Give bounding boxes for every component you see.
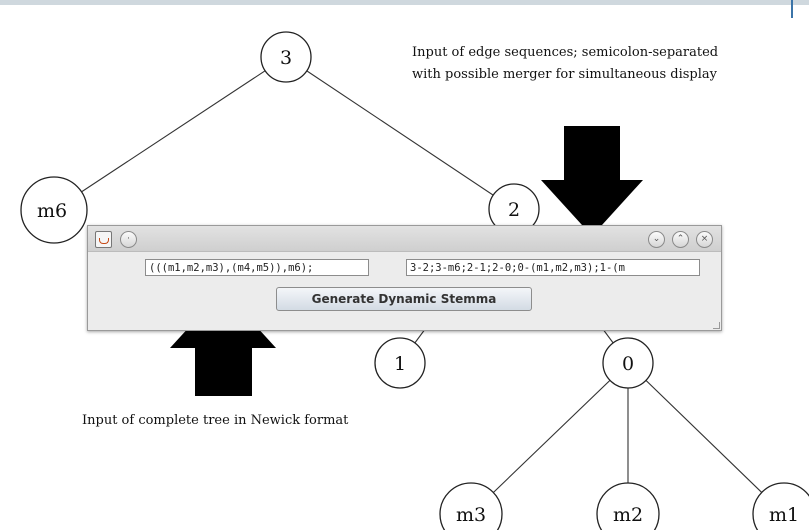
stemma-dialog: · ⌄ ⌃ × (((m1,m2,m3),(m4,m5)),m6); 3-2;3… [87, 225, 722, 331]
tree-node-m1: m1 [752, 482, 809, 530]
tree-node-m2-label: m2 [613, 504, 643, 526]
arrow-up-icon [170, 290, 276, 396]
tree-node-m1-label: m1 [769, 504, 799, 526]
tree-node-3-label: 3 [280, 47, 292, 69]
app-icon [95, 231, 112, 248]
top-strip [0, 0, 809, 5]
close-icon[interactable]: × [696, 231, 713, 248]
tree-node-m2: m2 [596, 482, 660, 530]
edges-annotation-line1: Input of edge sequences; semicolon-separ… [412, 45, 719, 60]
edge-3-m6 [53, 56, 287, 211]
edge-3-2 [285, 56, 515, 210]
tree-node-m6: m6 [20, 176, 88, 244]
newick-input[interactable]: (((m1,m2,m3),(m4,m5)),m6); [145, 259, 369, 276]
newick-annotation: Input of complete tree in Newick format [82, 413, 349, 428]
tree-node-0-label: 0 [622, 353, 634, 375]
tree-node-m6-label: m6 [37, 200, 67, 222]
tree-node-2-label: 2 [508, 199, 520, 221]
tree-node-m3-label: m3 [456, 504, 486, 526]
edge-0-m3 [470, 362, 629, 515]
tree-node-3: 3 [260, 31, 312, 83]
edges-input[interactable]: 3-2;3-m6;2-1;2-0;0-(m1,m2,m3);1-(m [406, 259, 700, 276]
arrow-down-icon [541, 126, 643, 236]
tree-node-m3: m3 [439, 482, 503, 530]
resize-grip[interactable] [713, 322, 720, 329]
tree-node-0: 0 [602, 337, 654, 389]
generate-stemma-button[interactable]: Generate Dynamic Stemma [276, 287, 532, 311]
tree-node-2: 2 [488, 183, 540, 235]
top-strip-edge [791, 0, 793, 18]
maximize-icon[interactable]: ⌃ [672, 231, 689, 248]
dialog-titlebar[interactable]: · ⌄ ⌃ × [88, 226, 721, 252]
menu-icon[interactable]: · [120, 231, 137, 248]
edge-0-m1 [627, 362, 785, 515]
minimize-icon[interactable]: ⌄ [648, 231, 665, 248]
edges-annotation-line2: with possible merger for simultaneous di… [412, 67, 718, 82]
tree-node-1-label: 1 [394, 353, 406, 375]
tree-node-1: 1 [374, 337, 426, 389]
